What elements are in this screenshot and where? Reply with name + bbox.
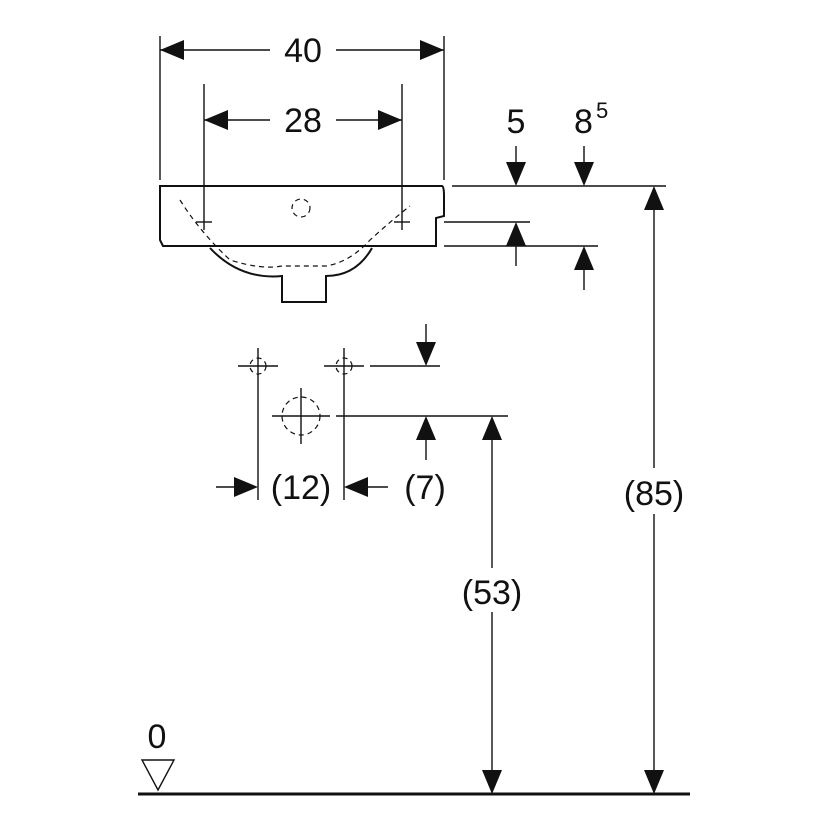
waste-arrow-up [416,416,436,440]
supply-connection-right [324,348,364,384]
dimension-rim-height: (85) [624,186,684,794]
floor-level: 0 [138,718,690,796]
label-waste-offset-left: (12) [271,469,331,507]
dimension-rim-depth: 5 8 5 [444,98,666,290]
washbasin [159,185,445,303]
label-overflow-depth: 8 [574,103,593,141]
label-overflow-depth-superscript: 5 [596,98,608,123]
label-rim-height: (85) [624,475,684,513]
dimension-waste-height: (53) [462,416,522,794]
label-waste-offset-right: (7) [404,469,446,507]
label-width-holes: 28 [284,102,322,140]
supply-connection-left [238,348,278,384]
dimension-width-holes: 28 [203,84,403,214]
basin-bowl [209,247,373,303]
supply-arrow [416,342,436,366]
mounting-hole-left [196,214,212,230]
label-width-outer: 40 [284,32,322,70]
tap-hole [291,198,311,218]
mounting-hole-right [394,214,410,230]
label-waste-height: (53) [462,574,522,612]
waste-connection [272,388,330,444]
dimension-waste-offsets: (12) (7) [216,384,446,507]
level-marker [140,759,176,792]
basin-inner-contour [179,199,411,268]
label-floor-level: 0 [148,718,167,756]
basin-outline [159,185,445,247]
label-rim-depth: 5 [507,103,526,141]
dimension-width-outer: 40 [159,32,445,180]
